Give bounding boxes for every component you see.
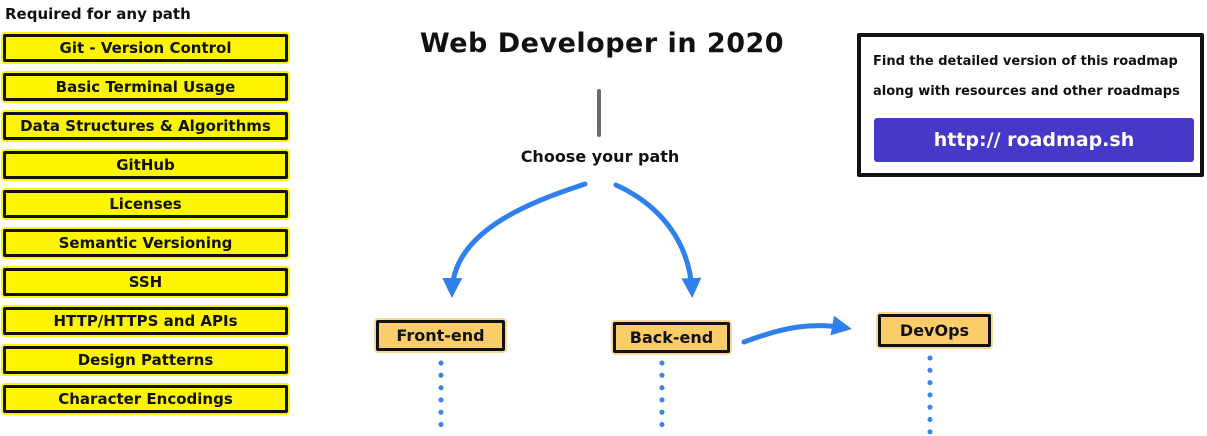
arrow-to-front-end-icon bbox=[442, 181, 588, 298]
topic-semantic-versioning[interactable]: Semantic Versioning bbox=[3, 229, 288, 257]
info-line-1: Find the detailed version of this roadma… bbox=[873, 54, 1178, 69]
gray-vertical-line bbox=[597, 89, 601, 137]
roadmap-info-box: Find the detailed version of this roadma… bbox=[857, 33, 1204, 177]
required-topics-heading: Required for any path bbox=[5, 5, 191, 23]
required-topics-section: Required for any path Git - Version Cont… bbox=[3, 4, 288, 413]
choose-your-path-label: Choose your path bbox=[520, 147, 680, 166]
page-title: Web Developer in 2020 bbox=[419, 28, 785, 59]
info-line-2: along with resources and other roadmaps bbox=[873, 84, 1180, 99]
roadmap-url-button[interactable]: http:// roadmap.sh bbox=[874, 118, 1194, 162]
topic-design-patterns[interactable]: Design Patterns bbox=[3, 346, 288, 374]
node-back-end[interactable]: Back-end bbox=[613, 322, 730, 353]
topic-ssh[interactable]: SSH bbox=[3, 268, 288, 296]
topic-character-encodings[interactable]: Character Encodings bbox=[3, 385, 288, 413]
info-box-text: Find the detailed version of this roadma… bbox=[873, 47, 1200, 107]
topic-basic-terminal-usage[interactable]: Basic Terminal Usage bbox=[3, 73, 288, 101]
topic-github[interactable]: GitHub bbox=[3, 151, 288, 179]
node-devops[interactable]: DevOps bbox=[878, 314, 991, 347]
topic-git-version-control[interactable]: Git - Version Control bbox=[3, 34, 288, 62]
required-topics-list: Git - Version Control Basic Terminal Usa… bbox=[3, 34, 288, 413]
node-front-end[interactable]: Front-end bbox=[376, 320, 505, 351]
arrow-to-devops-icon bbox=[741, 315, 852, 345]
arrow-to-back-end-icon bbox=[613, 182, 702, 298]
topic-licenses[interactable]: Licenses bbox=[3, 190, 288, 218]
topic-data-structures-algorithms[interactable]: Data Structures & Algorithms bbox=[3, 112, 288, 140]
topic-http-https-apis[interactable]: HTTP/HTTPS and APIs bbox=[3, 307, 288, 335]
